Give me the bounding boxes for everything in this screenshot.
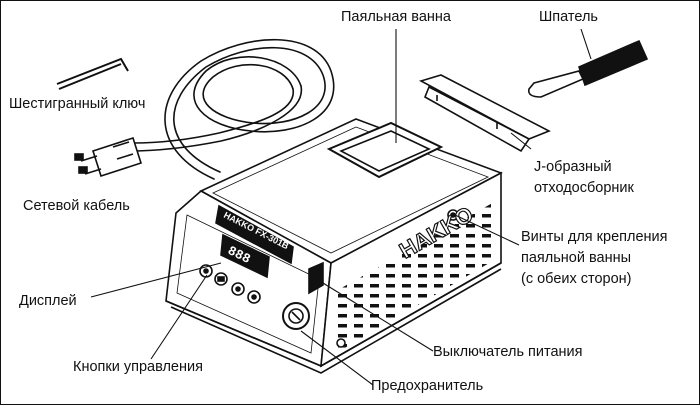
label-control-buttons: Кнопки управления (73, 359, 203, 375)
label-j-collector: J-образный отходосборник (534, 159, 634, 197)
leader-lines (90, 28, 592, 386)
label-fuse: Предохранитель (371, 378, 484, 394)
label-j-collector-line2: отходосборник (534, 180, 634, 196)
label-display: Дисплей (19, 293, 77, 309)
label-power-cable: Сетевой кабель (23, 198, 130, 214)
label-screws-line1: Винты для крепления (521, 229, 668, 245)
label-j-collector-line1: J-образный (534, 159, 612, 175)
hex-key-icon (56, 57, 129, 90)
spatula-icon (527, 39, 649, 98)
label-screws: Винты для крепления паяльной ванны (с об… (521, 229, 667, 288)
label-hex-key: Шестигранный ключ (9, 96, 146, 112)
label-spatula: Шпатель (539, 9, 598, 25)
label-bath: Паяльная ванна (341, 9, 451, 25)
power-plug-icon (74, 136, 143, 178)
power-cable-coil (128, 38, 335, 180)
label-power-switch: Выключатель питания (433, 344, 583, 360)
label-screws-line2: паяльной ванны (521, 250, 632, 266)
label-screws-line3: (с обеих сторон) (521, 271, 632, 287)
soldering-pot-body (165, 118, 503, 374)
j-collector-icon (418, 74, 551, 153)
